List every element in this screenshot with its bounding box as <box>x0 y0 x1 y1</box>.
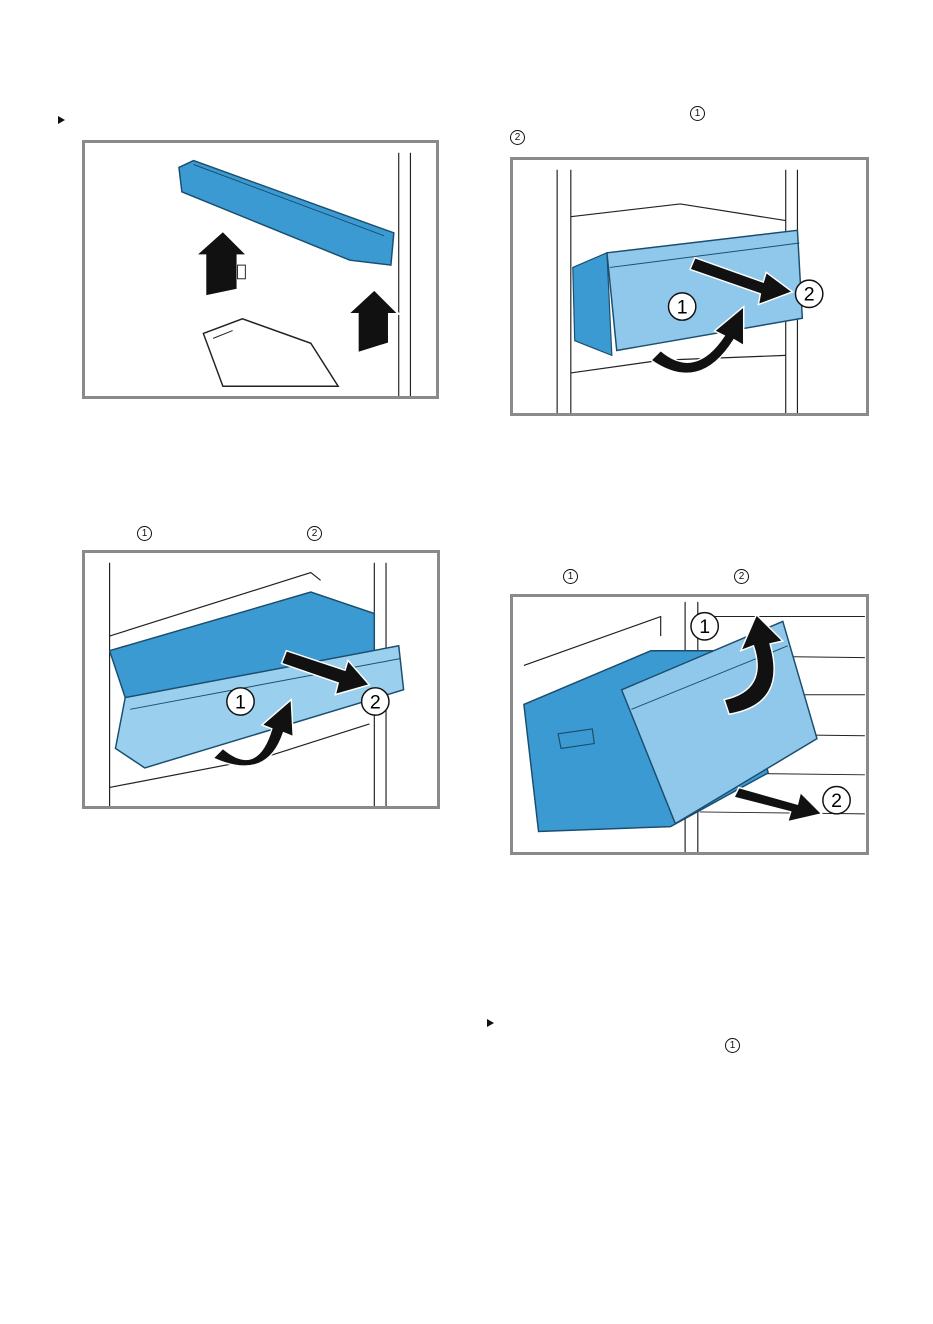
callout-1-marker: 1 <box>563 569 578 584</box>
figure-pull-out-drawer: 1 2 <box>82 550 440 809</box>
callout-2-marker: 2 <box>510 130 525 145</box>
fig-d-label-2: 2 <box>831 790 842 812</box>
up-arrow-icon <box>196 231 248 296</box>
callout-1-marker: 1 <box>690 106 705 121</box>
freezer-drawer-illustration: 1 2 <box>513 597 866 852</box>
top-drawer-illustration: 1 2 <box>513 160 866 413</box>
fig-b-label-2: 2 <box>804 284 815 306</box>
figure-door-shelf <box>82 140 439 399</box>
figure-top-drawer: 1 2 <box>510 157 869 416</box>
fig-b-label-1: 1 <box>677 296 688 318</box>
callout-1-marker: 1 <box>725 1038 740 1053</box>
fig-c-label-2: 2 <box>370 691 381 713</box>
callout-2-marker: 2 <box>734 569 749 584</box>
step-bullet-right <box>487 1019 494 1027</box>
fig-c-label-1: 1 <box>235 691 246 713</box>
up-arrow-icon <box>348 290 399 353</box>
door-shelf-illustration <box>85 143 436 396</box>
callout-1-marker: 1 <box>137 526 152 541</box>
figure-freezer-drawer: 1 2 <box>510 594 869 855</box>
step-bullet-left <box>58 116 65 124</box>
fig-d-label-1: 1 <box>699 616 710 638</box>
callout-2-marker: 2 <box>307 526 322 541</box>
pull-arrow-icon <box>734 788 822 822</box>
pull-out-drawer-illustration: 1 2 <box>85 553 437 806</box>
